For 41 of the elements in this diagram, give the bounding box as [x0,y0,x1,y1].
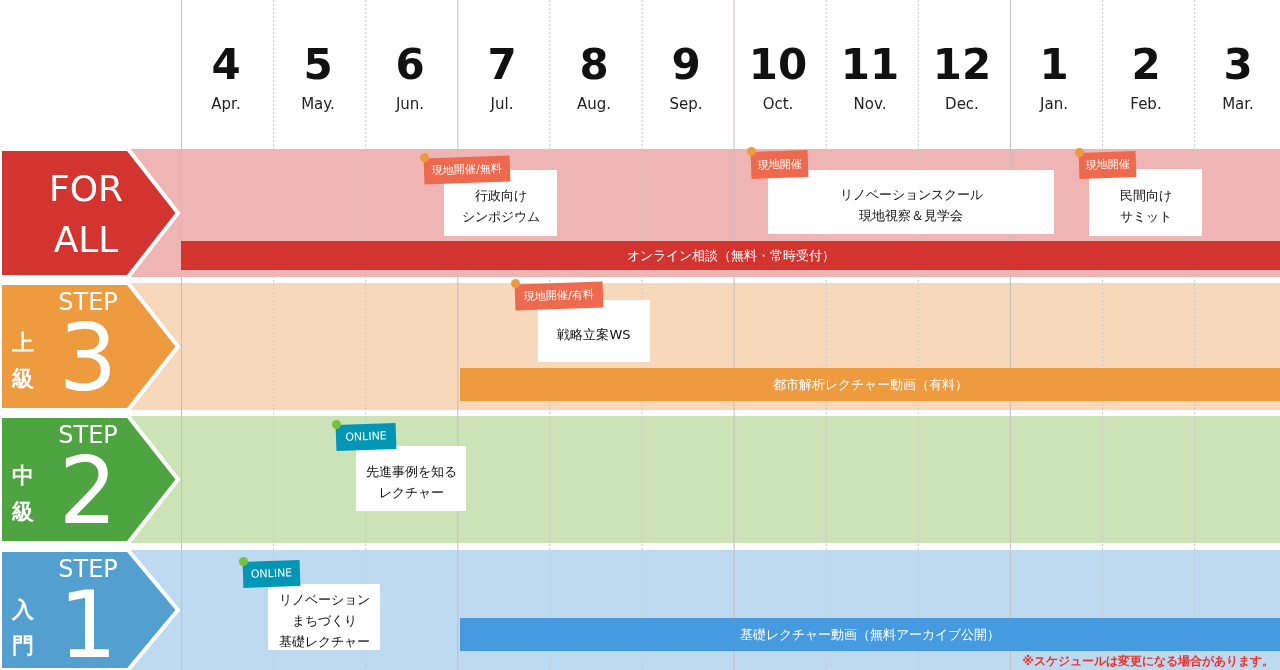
month-name: Nov. [852,95,888,113]
event-card: 民間向けサミット [1089,169,1202,236]
month-name: May. [300,95,336,113]
month-number: 12 [931,42,993,88]
tag-label: ONLINE [242,560,301,588]
month-number: 7 [486,42,518,88]
level-label: 入門 [11,596,35,660]
month-name: Jul. [488,95,515,113]
timeline-bar: 基礎レクチャー動画（無料アーカイブ公開） [460,618,1280,651]
level-label: 上級 [11,329,35,393]
month-number: 10 [747,42,809,88]
tag-label: 現地開催 [1078,151,1137,179]
month-number: 2 [1130,42,1162,88]
month-name: Sep. [668,95,704,113]
month-name: Apr. [210,95,242,113]
event-card: リノベーションまちづくり基礎レクチャー [268,584,380,650]
month-name: Jan. [1038,95,1069,113]
month-number: 1 [1038,42,1070,88]
month-number: 9 [670,42,702,88]
month-name: Aug. [575,95,613,113]
event-card: 戦略立案WS [538,300,650,362]
level-label: 中級 [11,462,35,526]
month-number: 5 [302,42,334,88]
month-number: 8 [578,42,610,88]
month-number: 3 [1222,42,1254,88]
month-number: 4 [210,42,242,88]
event-card: リノベーションスクール現地視察＆見学会 [768,170,1054,234]
tag-label: 現地開催/有料 [514,281,604,311]
month-name: Oct. [761,95,795,113]
month-name: Mar. [1221,95,1255,113]
month-number: 6 [394,42,426,88]
month-name: Dec. [944,95,980,113]
month-name: Feb. [1129,95,1163,113]
month-number: 11 [839,42,901,88]
event-card: 先進事例を知るレクチャー [356,446,466,511]
banner-title: FOR ALL [47,167,125,262]
timeline-bar: オンライン相談（無料・常時受付） [181,241,1280,270]
timeline-bar: 都市解析レクチャー動画（有料） [460,368,1280,401]
month-name: Jun. [394,95,426,113]
note-text: ※スケジュールは変更になる場合があります。 [1022,653,1274,669]
tag-label: 現地開催 [750,150,809,179]
